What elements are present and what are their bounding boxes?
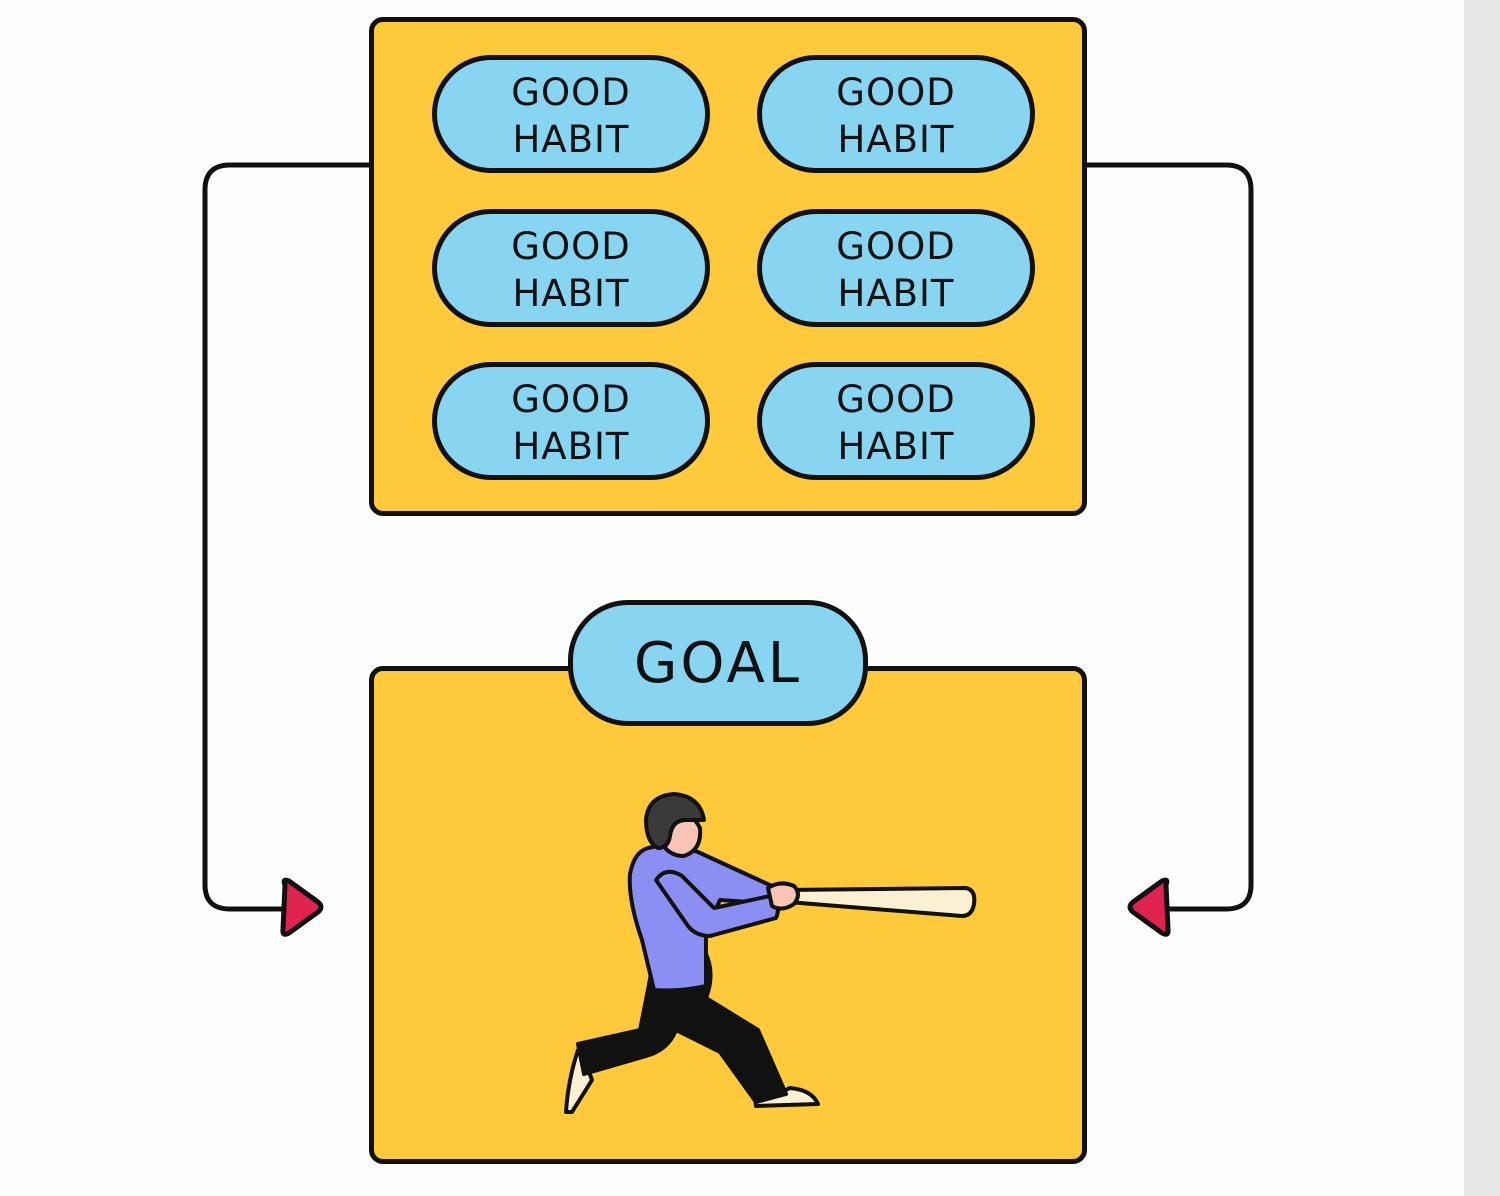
scrollbar-track[interactable]	[1464, 0, 1500, 1196]
habit-pill-label: GOOD HABIT	[511, 378, 631, 468]
habit-pill-label: GOOD HABIT	[836, 71, 956, 161]
right-connector-line	[1087, 162, 1254, 912]
habit-pill-label: GOOD HABIT	[836, 225, 956, 315]
habit-pill: GOOD HABIT	[757, 55, 1035, 173]
habit-pill: GOOD HABIT	[757, 209, 1035, 327]
helmet	[644, 792, 706, 850]
left-connector-line	[202, 162, 369, 912]
habit-pill: GOOD HABIT	[432, 209, 710, 327]
habit-pill: GOOD HABIT	[432, 55, 710, 173]
triangle-right-icon	[280, 877, 324, 937]
habit-pill: GOOD HABIT	[757, 362, 1035, 480]
hands	[766, 881, 800, 911]
habit-pill: GOOD HABIT	[432, 362, 710, 480]
bat	[782, 886, 977, 918]
goal-pill: GOAL	[568, 600, 868, 726]
goal-label: GOAL	[634, 630, 802, 696]
triangle-left-icon	[1127, 877, 1171, 937]
habit-pill-label: GOOD HABIT	[511, 71, 631, 161]
habit-pill-label: GOOD HABIT	[511, 225, 631, 315]
habit-pill-label: GOOD HABIT	[836, 378, 956, 468]
pants	[576, 948, 788, 1104]
